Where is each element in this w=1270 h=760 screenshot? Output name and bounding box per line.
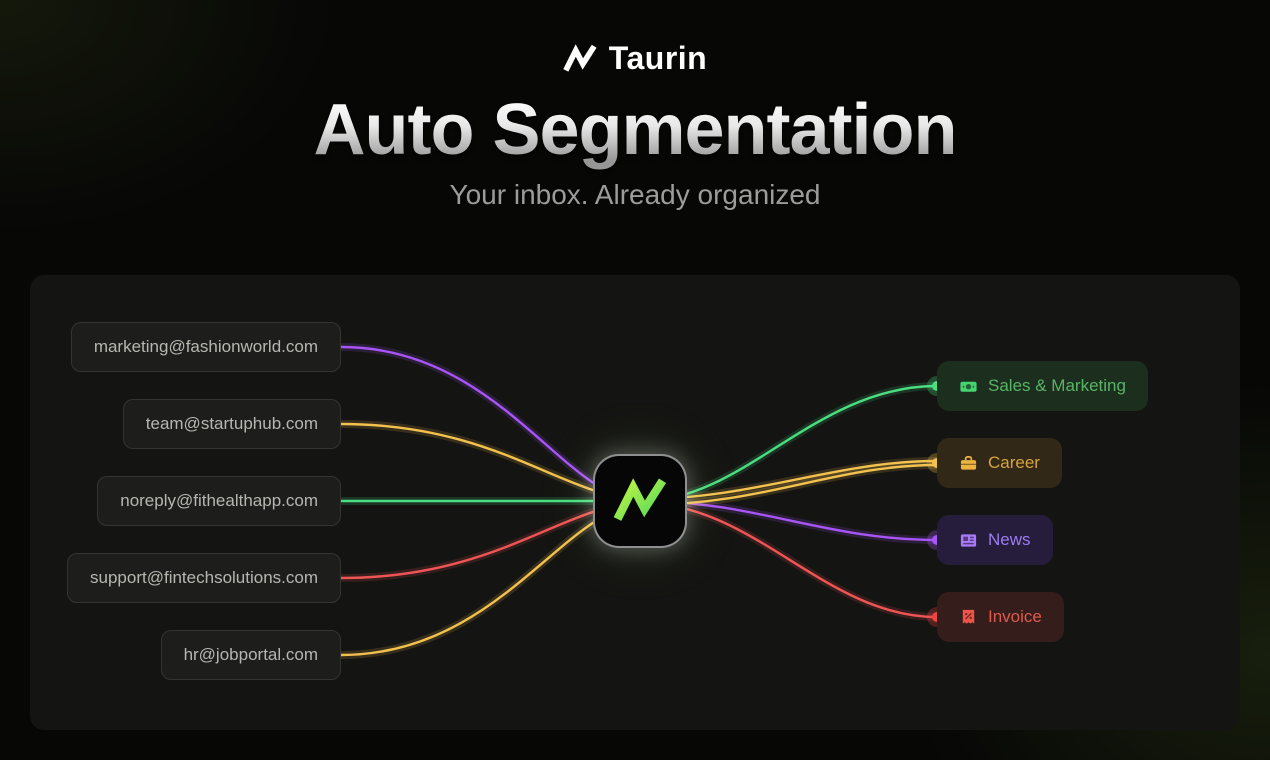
email-address: marketing@fashionworld.com: [93, 337, 318, 356]
category-pill-sales-marketing: Sales & Marketing: [937, 361, 1148, 411]
header: Taurin Auto Segmentation Your inbox. Alr…: [0, 0, 1270, 211]
email-address: noreply@fithealthapp.com: [120, 491, 318, 510]
email-pill-team: team@startuphub.com: [122, 399, 341, 449]
taurin-bolt-icon: [613, 478, 667, 521]
briefcase-icon: [959, 454, 978, 473]
category-pill-invoice: Invoice: [937, 592, 1064, 642]
category-label: Sales & Marketing: [988, 376, 1126, 395]
category-label: News: [988, 530, 1031, 549]
receipt-icon: [959, 608, 978, 627]
email-pill-marketing: marketing@fashionworld.com: [70, 322, 341, 372]
center-node: [593, 454, 687, 548]
taurin-bolt-icon: [563, 42, 597, 76]
category-pill-news: News: [937, 515, 1053, 565]
banknote-icon: [959, 377, 978, 396]
email-address: support@fintechsolutions.com: [90, 568, 318, 587]
email-address: hr@jobportal.com: [183, 645, 318, 664]
email-pill-support: support@fintechsolutions.com: [67, 553, 341, 603]
email-pill-noreply: noreply@fithealthapp.com: [97, 476, 341, 526]
brand-name: Taurin: [608, 40, 708, 76]
category-pill-career: Career: [937, 438, 1062, 488]
brand: Taurin: [0, 40, 1270, 77]
email-pill-hr: hr@jobportal.com: [160, 630, 341, 680]
category-label: Invoice: [988, 607, 1042, 626]
newspaper-icon: [959, 531, 978, 550]
page-subtitle: Your inbox. Already organized: [449, 179, 821, 210]
diagram-panel: marketing@fashionworld.com team@startuph…: [30, 275, 1240, 730]
page-title: Auto Segmentation: [0, 89, 1270, 171]
category-label: Career: [988, 453, 1040, 472]
email-address: team@startuphub.com: [145, 414, 318, 433]
